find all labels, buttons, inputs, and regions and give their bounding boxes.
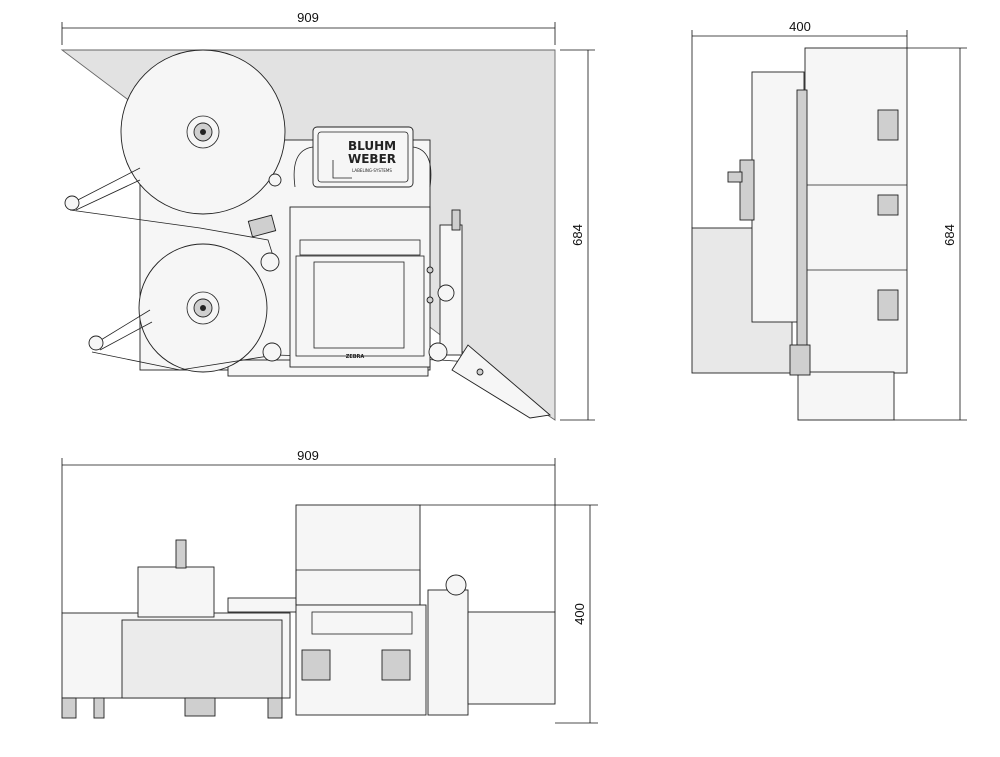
- guide-roller-2: [262, 342, 282, 362]
- logo-line-1: BLUHM: [348, 139, 396, 153]
- dancer-arm-lower: [95, 309, 151, 344]
- side-reel-flange: [796, 89, 808, 351]
- side-hub-middle: [877, 194, 899, 216]
- dim-side-width: 400: [789, 19, 811, 34]
- dim-side-height: 684: [942, 224, 957, 246]
- front-dimensions: 909 684: [61, 10, 595, 421]
- guide-roller-1: [260, 252, 280, 272]
- side-hub-lower: [877, 289, 899, 321]
- plan-motor-connector: [175, 539, 187, 569]
- peel-plate-screw: [476, 368, 484, 376]
- plan-foot-2: [93, 697, 105, 719]
- dim-bottom-width: 909: [297, 448, 319, 463]
- printer-housing: [289, 206, 431, 368]
- peel-roller-2: [428, 342, 448, 362]
- logo-bracket-left: [293, 146, 314, 188]
- guide-roller-3: [268, 173, 282, 187]
- supply-reel-hub: [186, 115, 220, 149]
- plan-adjust-knob: [445, 574, 467, 596]
- printer-top-band: [299, 239, 421, 256]
- side-base: [797, 371, 895, 421]
- dancer-roller-upper: [64, 195, 80, 211]
- plan-view: [61, 504, 556, 719]
- side-connector-plug: [727, 171, 743, 183]
- dim-top-width: 909: [297, 10, 319, 25]
- plan-peel-plate: [467, 611, 556, 705]
- logo-line-2: WEBER: [348, 152, 396, 166]
- plan-printhead: [311, 611, 413, 635]
- plan-roller-left: [301, 649, 331, 681]
- peel-plate: [451, 344, 552, 419]
- printer-label: ZEBRA: [346, 354, 365, 360]
- side-reel-disc: [751, 71, 805, 323]
- plan-printer-body: [295, 504, 421, 606]
- dancer-roller-lower: [88, 335, 104, 351]
- logo-mark: [332, 160, 352, 179]
- printer-cover: [295, 255, 425, 357]
- dim-top-height: 684: [570, 224, 585, 246]
- rewind-reel-hub: [186, 291, 220, 325]
- plan-roller-right: [381, 649, 411, 681]
- logo-plate-inner: [317, 131, 409, 183]
- side-dimensions: 400 684: [691, 19, 967, 421]
- logo-plate: [312, 126, 414, 188]
- plan-dimensions: 909 400: [61, 448, 598, 724]
- plan-peel-column: [427, 589, 469, 716]
- dancer-arm-upper: [71, 167, 141, 204]
- rewind-reel-axle: [200, 305, 206, 311]
- plan-foot-1: [61, 697, 77, 719]
- plan-rail: [227, 597, 299, 613]
- peel-bolt-2: [426, 296, 434, 304]
- dim-bottom-height: 400: [572, 603, 587, 625]
- side-view: [691, 47, 908, 421]
- plan-reel-block: [121, 619, 283, 699]
- logo-bracket-right: [412, 146, 432, 188]
- supply-reel-axle: [200, 129, 206, 135]
- plan-foot-4: [267, 697, 283, 719]
- peel-roller-1: [437, 284, 455, 302]
- side-hub-upper: [877, 109, 899, 141]
- peel-bolt-1: [426, 266, 434, 274]
- side-bracket: [789, 344, 811, 376]
- plan-motor-box: [137, 566, 215, 618]
- label-web-upper: [69, 209, 276, 263]
- side-connector: [739, 159, 755, 221]
- front-view: BLUHM WEBER LABELING-SYSTEMS ZEBRA: [60, 49, 556, 421]
- plan-foot-3: [184, 697, 216, 717]
- dancer-arm-lower-2: [99, 321, 153, 351]
- adjust-knob: [451, 209, 461, 231]
- label-sensor: [247, 214, 277, 238]
- dancer-arm-upper-2: [75, 179, 141, 211]
- printer-window: [313, 261, 405, 349]
- logo-line-3: LABELING-SYSTEMS: [352, 168, 392, 173]
